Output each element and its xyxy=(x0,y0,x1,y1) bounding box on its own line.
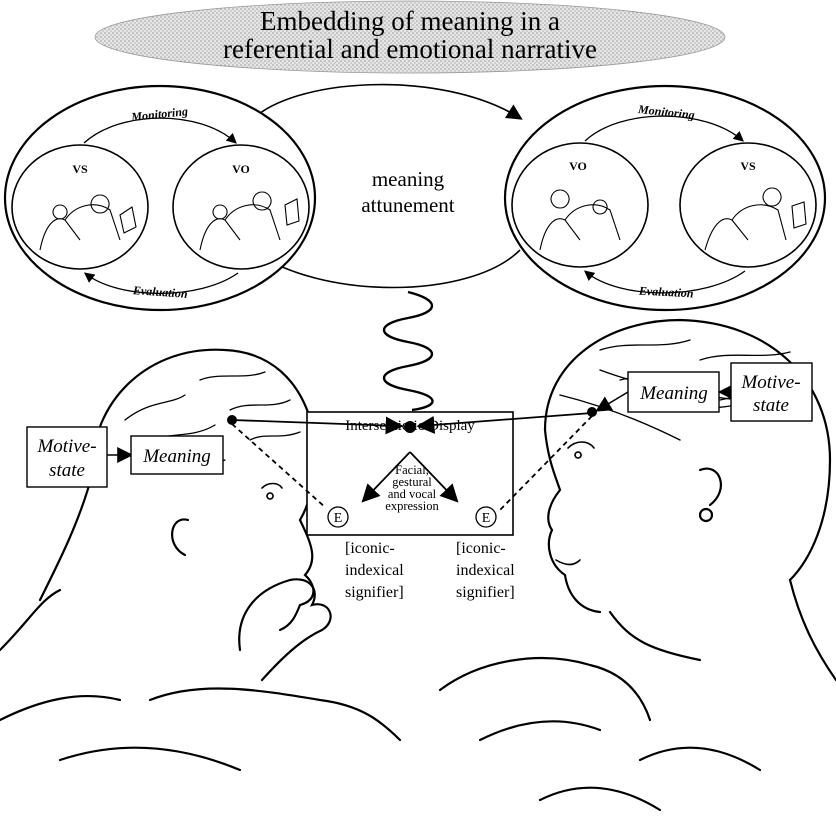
center-line-1: meaning xyxy=(372,167,445,191)
mother-mouth xyxy=(556,560,580,565)
title-line-2: referential and emotional narrative xyxy=(223,34,597,64)
squiggle-connector xyxy=(384,292,433,410)
infant-motive-line-1: Motive- xyxy=(36,436,96,457)
expr-line-4: expression xyxy=(385,499,439,513)
left-signifier-3: signifier] xyxy=(345,584,404,601)
mother-boxes: Meaning Motive- state xyxy=(598,363,812,421)
mother-meaning-to-brain-arrow xyxy=(598,392,628,410)
mother-ear xyxy=(700,469,721,505)
right-evaluation-label: Evaluation xyxy=(638,284,695,301)
left-vs-label: VS xyxy=(72,162,88,176)
mother-head-outline xyxy=(545,320,830,580)
infant-motive-line-2: state xyxy=(49,460,85,481)
right-signifier-2: indexical xyxy=(456,562,515,579)
left-cycle: Monitoring Evaluation VS VO xyxy=(5,86,315,310)
right-cycle: Monitoring Evaluation VO VS xyxy=(505,86,825,310)
infant-hand xyxy=(239,579,330,680)
mother-motive-line-1: Motive- xyxy=(740,372,800,393)
display-center-node xyxy=(404,421,416,433)
infant-boxes: Motive- state Meaning xyxy=(27,427,223,487)
infant-meaning-label: Meaning xyxy=(142,446,211,467)
infant-eye xyxy=(262,484,282,499)
mother-brain-node xyxy=(587,407,597,417)
center-line-2: attunement xyxy=(361,193,454,217)
mother-meaning-label: Meaning xyxy=(639,383,708,404)
infant-brain-node xyxy=(227,415,237,425)
mother-earring xyxy=(700,509,712,521)
right-signifier-3: signifier] xyxy=(456,584,515,601)
mother-motive-line-2: state xyxy=(753,395,789,416)
right-vo-label: VO xyxy=(569,159,587,173)
infant-arm xyxy=(60,688,400,770)
right-signifier-1: [iconic- xyxy=(456,540,506,557)
title-banner: Embedding of meaning in a referential an… xyxy=(95,1,725,73)
e-left-label: E xyxy=(334,511,343,526)
title-line-1: Embedding of meaning in a xyxy=(260,6,560,36)
mother-neck xyxy=(610,580,836,680)
infant-head-outline xyxy=(92,350,315,520)
mother-eye xyxy=(568,442,594,458)
e-right-label: E xyxy=(482,511,491,526)
right-vs-label: VS xyxy=(740,159,756,173)
attunement-arrow-top xyxy=(250,85,520,122)
left-vo-label: VO xyxy=(232,162,250,176)
mother-arms xyxy=(440,658,760,810)
left-signifier-2: indexical xyxy=(345,562,404,579)
mother-face-profile xyxy=(545,430,600,612)
infant-ear xyxy=(172,519,188,555)
infant-face-profile xyxy=(280,520,313,630)
infant-body xyxy=(0,475,120,720)
left-signifier-1: [iconic- xyxy=(345,540,395,557)
